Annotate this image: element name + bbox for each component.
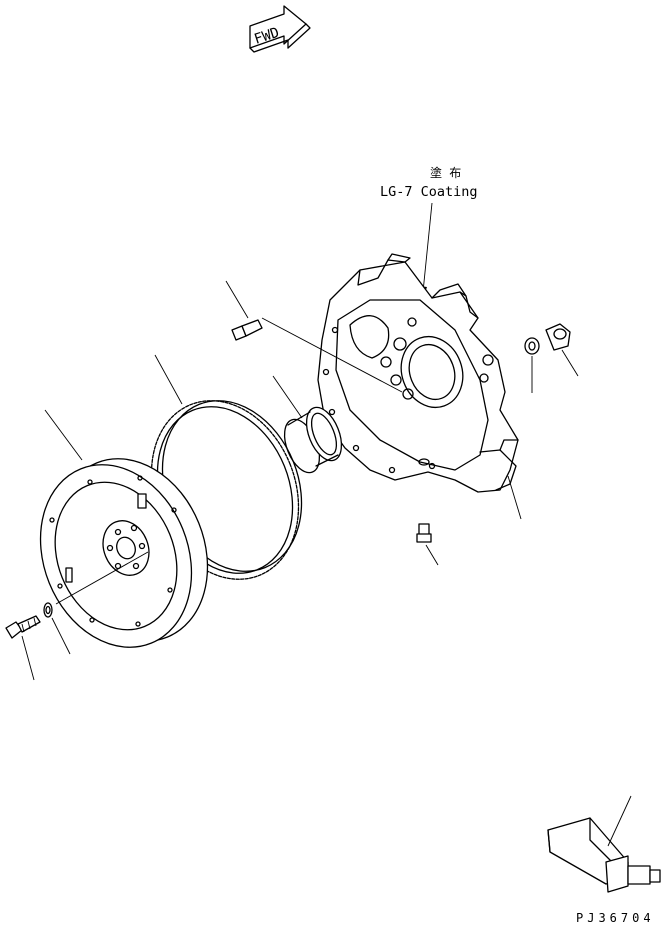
drain-fitting xyxy=(416,523,432,543)
plug xyxy=(545,323,571,351)
flywheel-bolt xyxy=(5,615,41,639)
coating-label: LG-7 Coating xyxy=(380,184,478,200)
flywheel-washer xyxy=(43,602,53,618)
coating-kanji: 塗 布 xyxy=(430,165,461,180)
fwd-arrow: FWD xyxy=(249,5,311,53)
fwd-label: FWD xyxy=(252,25,281,48)
drawing-number: PJ36704 xyxy=(576,911,655,925)
housing-bolt xyxy=(231,319,263,341)
coating-note: 塗 布 LG-7 Coating xyxy=(380,165,478,298)
leader-lines xyxy=(21,280,632,847)
plug-washer xyxy=(524,337,540,355)
bearing xyxy=(283,406,343,474)
flywheel xyxy=(39,458,209,648)
flywheel-housing xyxy=(317,253,519,493)
turning-tool xyxy=(547,817,661,893)
